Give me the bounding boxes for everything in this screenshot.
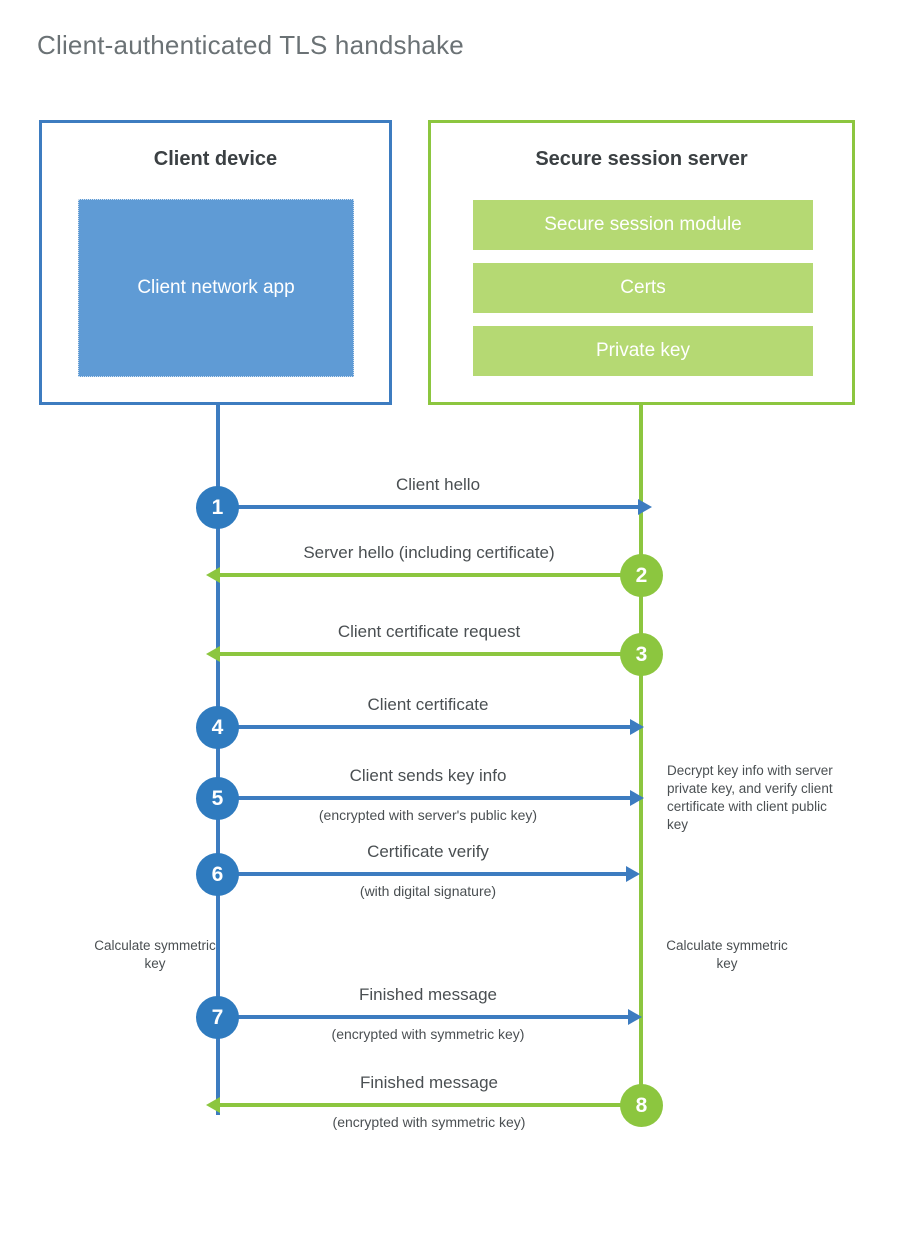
note-calculate-symmetric-key-server: Calculate symmetric key	[666, 938, 788, 971]
step-badge-8[interactable]: 8	[620, 1084, 663, 1127]
message-label-3: Client certificate request	[337, 622, 521, 641]
message-label-5: Client sends key info	[349, 766, 507, 785]
step-badge-2[interactable]: 2	[620, 554, 663, 597]
client-network-app-block: Client network app	[78, 199, 354, 377]
step-badge-4[interactable]: 4	[196, 706, 239, 749]
arrow-step-4	[218, 719, 644, 735]
server-component-secure-session-module: Secure session module	[473, 200, 813, 250]
message-sublabel-6: (with digital signature)	[359, 883, 497, 899]
step-badge-3[interactable]: 3	[620, 633, 663, 676]
client-device-box: Client device Client network app	[39, 120, 392, 405]
note-calculate-symmetric-key-client: Calculate symmetric key	[94, 938, 216, 971]
message-sublabel-8: (encrypted with symmetric key)	[332, 1114, 526, 1130]
note-decrypt-key-info: Decrypt key info with server private key…	[667, 763, 833, 832]
server-component-private-key: Private key	[473, 326, 813, 376]
arrow-step-6	[218, 866, 640, 882]
server-component-certs: Certs	[473, 263, 813, 313]
server-lifeline	[639, 403, 643, 1105]
step-badge-5[interactable]: 5	[196, 777, 239, 820]
arrow-step-8	[206, 1097, 639, 1113]
step-badge-6[interactable]: 6	[196, 853, 239, 896]
client-lifeline	[216, 403, 220, 1115]
message-label-2: Server hello (including certificate)	[303, 543, 555, 562]
message-label-6: Certificate verify	[367, 842, 489, 861]
secure-session-server-box: Secure session server Secure session mod…	[428, 120, 855, 405]
secure-session-server-title: Secure session server	[535, 148, 748, 170]
step-badge-7[interactable]: 7	[196, 996, 239, 1039]
message-label-4: Client certificate	[367, 695, 489, 714]
message-label-1: Client hello	[395, 475, 481, 494]
message-sublabel-5: (encrypted with server's public key)	[318, 807, 538, 823]
arrow-step-5	[218, 790, 644, 806]
message-sublabel-7: (encrypted with symmetric key)	[331, 1026, 525, 1042]
client-device-title: Client device	[153, 148, 278, 170]
arrow-step-2	[206, 567, 639, 583]
arrow-step-1	[218, 499, 652, 515]
step-badge-1[interactable]: 1	[196, 486, 239, 529]
page-title: Client-authenticated TLS handshake	[37, 30, 464, 60]
message-label-8: Finished message	[360, 1073, 498, 1092]
arrow-step-7	[218, 1009, 642, 1025]
message-label-7: Finished message	[359, 985, 497, 1004]
arrow-step-3	[206, 646, 639, 662]
